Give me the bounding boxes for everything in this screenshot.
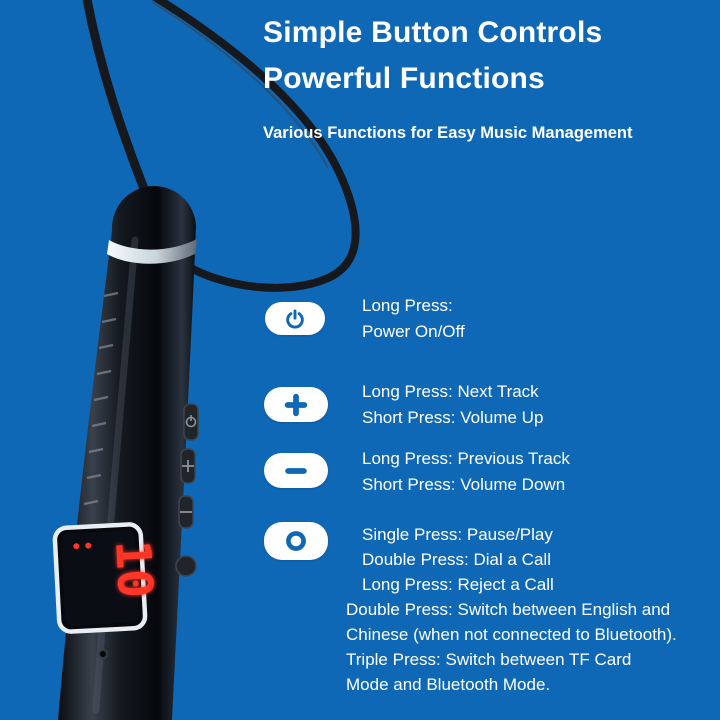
instruction-line: Double Press: Switch between English and	[346, 600, 671, 619]
page-subtitle: Various Functions for Easy Music Managem…	[263, 124, 633, 142]
volume-down-instructions: Long Press: Previous Track Short Press: …	[362, 446, 570, 498]
instruction-line: Long Press:	[362, 296, 453, 315]
instruction-line: Short Press: Volume Down	[362, 475, 566, 494]
device-body	[58, 185, 196, 720]
texture-ridges	[81, 291, 119, 532]
instruction-line: Long Press: Reject a Call	[362, 575, 554, 594]
multifunction-instructions-b: Double Press: Switch between English and…	[346, 597, 677, 697]
multifunction-instructions-a: Single Press: Pause/Play Double Press: D…	[362, 522, 554, 597]
page-title-line2: Powerful Functions	[263, 62, 545, 95]
device-power-button	[183, 403, 199, 441]
mic-hole	[98, 649, 108, 659]
instruction-line: Long Press: Next Track	[362, 382, 539, 401]
power-button-pill	[265, 302, 325, 335]
instruction-line: Long Press: Previous Track	[362, 449, 570, 468]
device-multifunction-button	[175, 555, 197, 577]
instruction-line: Single Press: Pause/Play	[362, 525, 553, 544]
neckband-earphone-illustration: 10 10	[52, 0, 360, 720]
plus-icon	[284, 393, 308, 416]
minus-icon	[285, 467, 307, 474]
multifunction-button-pill	[264, 522, 328, 560]
power-icon	[286, 308, 304, 328]
device-side-buttons	[175, 403, 199, 577]
instruction-line: Mode and Bluetooth Mode.	[346, 675, 551, 694]
power-instructions: Long Press: Power On/Off	[362, 293, 465, 345]
instruction-line: Double Press: Dial a Call	[362, 550, 551, 569]
page-title-line1: Simple Button Controls	[263, 16, 603, 49]
led-display: 10 10	[52, 522, 163, 634]
led-digits-glow: 10	[104, 539, 163, 600]
instruction-line: Triple Press: Switch between TF Card	[346, 650, 632, 669]
volume-up-instructions: Long Press: Next Track Short Press: Volu…	[362, 379, 543, 431]
silver-ring	[107, 239, 197, 264]
instruction-line: Chinese (when not connected to Bluetooth…	[346, 625, 677, 644]
volume-down-button-pill	[264, 453, 328, 488]
instruction-line: Short Press: Volume Up	[362, 408, 544, 427]
instruction-line: Power On/Off	[362, 322, 465, 341]
neckband-wires	[82, 0, 360, 292]
volume-up-button-pill	[264, 387, 328, 422]
circle-icon	[286, 531, 306, 551]
led-digits: 10	[104, 539, 163, 600]
